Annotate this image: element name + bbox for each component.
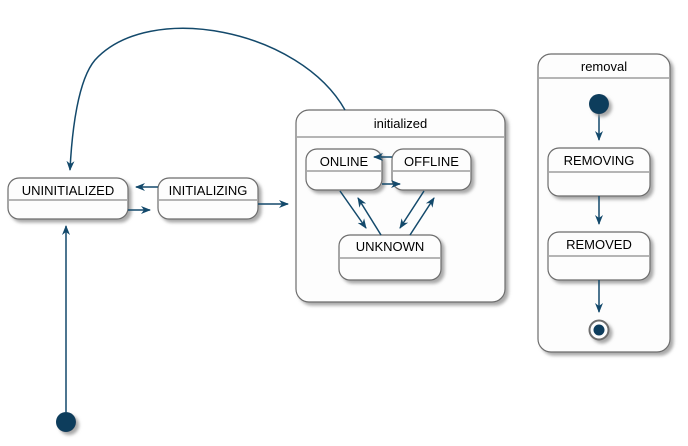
transition-initialized-to-uninitialized (66, 27, 346, 171)
transition-unknown-to-offline (409, 197, 435, 236)
initial-node-root (56, 412, 76, 432)
state-removed[interactable] (547, 231, 651, 281)
state-removing[interactable] (547, 147, 651, 197)
state-initializing[interactable] (157, 177, 259, 220)
transition-online-to-unknown (339, 190, 367, 229)
state-unknown[interactable] (338, 234, 442, 281)
state-online[interactable] (305, 148, 383, 191)
state-uninitialized[interactable] (7, 177, 129, 220)
state-offline[interactable] (391, 148, 472, 191)
transition-unknown-to-online (357, 197, 382, 236)
initial-node-removal (589, 94, 609, 114)
final-node-removal (588, 319, 610, 341)
transition-offline-to-unknown (399, 190, 425, 229)
